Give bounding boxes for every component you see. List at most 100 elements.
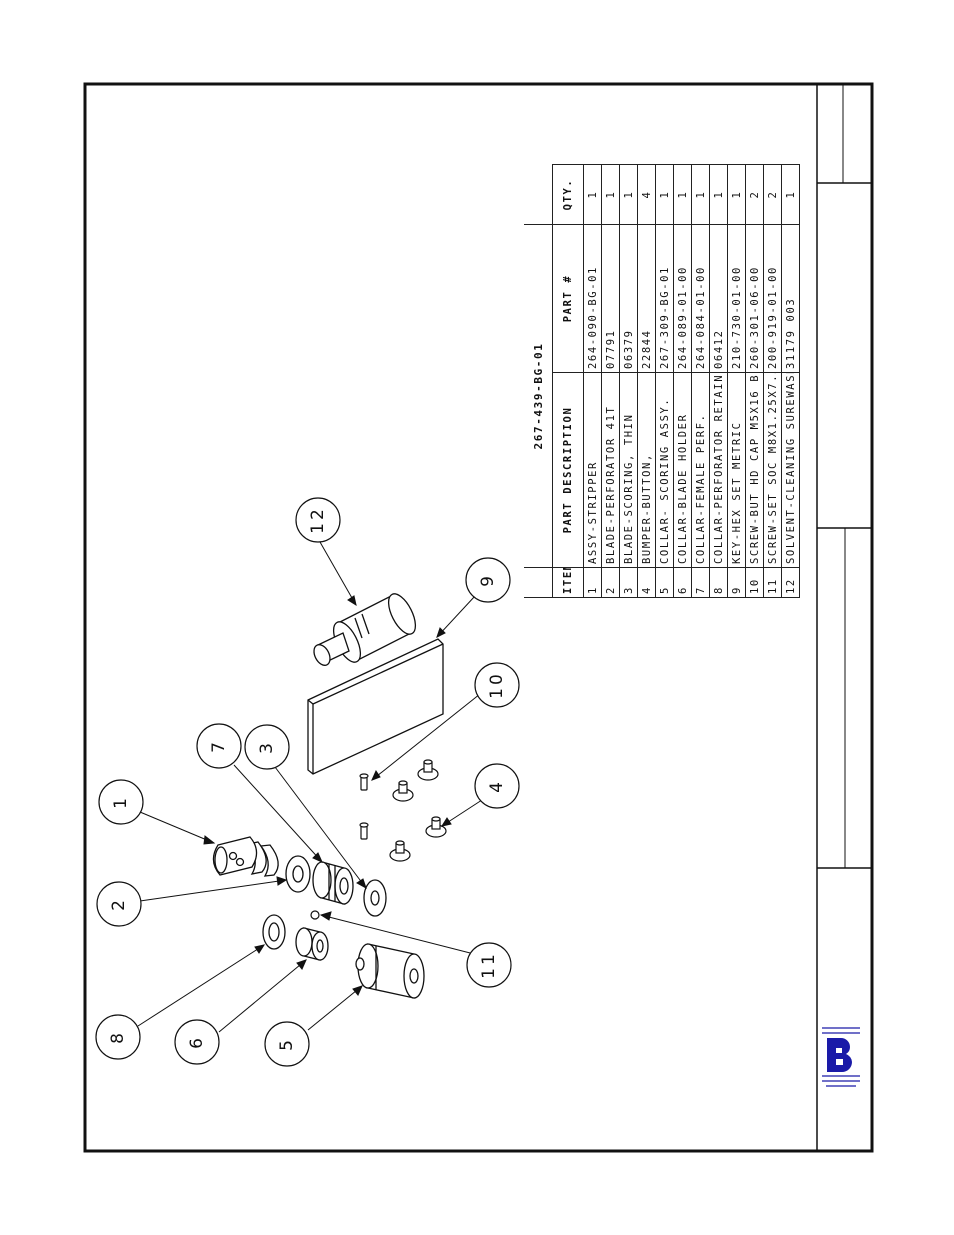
quantity: 1 — [691, 164, 710, 225]
part-number: 06412 — [709, 224, 728, 373]
balloon-circle — [466, 942, 512, 988]
part-description: SCREW-SET SOC M8X1.25X7.5MM — [763, 372, 782, 568]
item-number: 12 — [781, 567, 800, 598]
item-number: 8 — [709, 567, 728, 598]
balloon-label: 12 — [308, 506, 328, 534]
part-description: COLLAR-BLADE HOLDER — [673, 372, 692, 568]
balloon-label: 3 — [257, 740, 277, 754]
part-female-perf-collar — [312, 861, 354, 905]
part-blade-holder-collar — [295, 927, 329, 961]
balloon-circle — [95, 1014, 141, 1060]
balloon-label: 10 — [487, 671, 507, 699]
balloon-circle — [98, 779, 144, 825]
quantity: 2 — [745, 164, 764, 225]
header-item: ITEM # — [552, 567, 584, 598]
balloon-circle — [264, 1021, 310, 1067]
item-number: 6 — [673, 567, 692, 598]
part-number: 264-084-01-00 — [691, 224, 710, 373]
item-number: 5 — [655, 567, 674, 598]
part-scoring-blade — [363, 879, 387, 917]
quantity: 4 — [637, 164, 656, 225]
part-perforator-blade — [285, 855, 311, 893]
balloon-label: 7 — [209, 739, 229, 753]
parts-list-table: 267-439-BG-01 ITEM # PART DESCRIPTION PA… — [524, 164, 800, 598]
quantity: 1 — [781, 164, 800, 225]
header-qty: QTY. — [552, 164, 584, 225]
part-number: 07791 — [601, 224, 620, 373]
balloon-label: 4 — [487, 779, 507, 793]
balloon-label: 2 — [109, 897, 129, 911]
item-number: 11 — [763, 567, 782, 598]
title-block — [816, 84, 872, 1151]
assembly-number: 267-439-BG-01 — [524, 224, 553, 568]
balloon-circle — [474, 662, 520, 708]
item-number: 7 — [691, 567, 710, 598]
item-number: 4 — [637, 567, 656, 598]
part-set-screw — [310, 910, 320, 920]
part-number: 267-309-BG-01 — [655, 224, 674, 373]
item-number: 9 — [727, 567, 746, 598]
item-number: 1 — [583, 567, 602, 598]
sheet-border — [83, 82, 874, 1153]
part-number: 22844 — [637, 224, 656, 373]
quantity: 1 — [601, 164, 620, 225]
quantity: 1 — [583, 164, 602, 225]
part-description: COLLAR-FEMALE PERF. — [691, 372, 710, 568]
part-description: SCREW-BUT HD CAP M5X16 BLK — [745, 372, 764, 568]
item-number: 2 — [601, 567, 620, 598]
balloon-circle — [295, 497, 341, 543]
part-description: ASSY-STRIPPER — [583, 372, 602, 568]
part-description: BUMPER-BUTTON, — [637, 372, 656, 568]
balloon-label: 11 — [479, 951, 499, 979]
balloon-label: 9 — [478, 573, 498, 587]
part-description: BLADE-SCORING, THIN — [619, 372, 638, 568]
header-part-number: PART # — [552, 224, 584, 373]
balloon-circle — [174, 1019, 220, 1065]
quantity: 1 — [673, 164, 692, 225]
part-description: KEY-HEX SET METRIC — [727, 372, 746, 568]
quantity: 1 — [709, 164, 728, 225]
balloon-leaders — [137, 541, 486, 1033]
balloon-label: 8 — [108, 1030, 128, 1044]
part-scoring-collar-assembly — [355, 943, 425, 999]
part-bumper-buttons — [389, 759, 447, 862]
part-description: SOLVENT-CLEANING SUREWASH — [781, 372, 800, 568]
part-solvent-bottle — [313, 593, 417, 666]
balloon-label: 6 — [187, 1035, 207, 1049]
part-description: BLADE-PERFORATOR 41T — [601, 372, 620, 568]
part-number: 210-730-01-00 — [727, 224, 746, 373]
part-hex-key — [307, 638, 444, 775]
balloon-circle — [474, 763, 520, 809]
part-description: COLLAR-PERFORATOR RETAINING — [709, 372, 728, 568]
part-number: 264-089-01-00 — [673, 224, 692, 373]
balloon-circle — [465, 557, 511, 603]
part-number: 260-301-06-00 — [745, 224, 764, 373]
balloon-label: 5 — [277, 1037, 297, 1051]
part-stripper-assembly — [212, 836, 279, 877]
item-number: 10 — [745, 567, 764, 598]
balloon-circle — [96, 881, 142, 927]
part-retaining-collar — [262, 914, 286, 950]
quantity: 1 — [727, 164, 746, 225]
part-number: 06379 — [619, 224, 638, 373]
balloon-circle — [244, 724, 290, 770]
quantity: 2 — [763, 164, 782, 225]
balloon-label: 1 — [111, 795, 131, 809]
part-description: COLLAR- SCORING ASSY. — [655, 372, 674, 568]
part-number: 200-919-01-00 — [763, 224, 782, 373]
header-description: PART DESCRIPTION — [552, 372, 584, 568]
part-number: 264-090-BG-01 — [583, 224, 602, 373]
